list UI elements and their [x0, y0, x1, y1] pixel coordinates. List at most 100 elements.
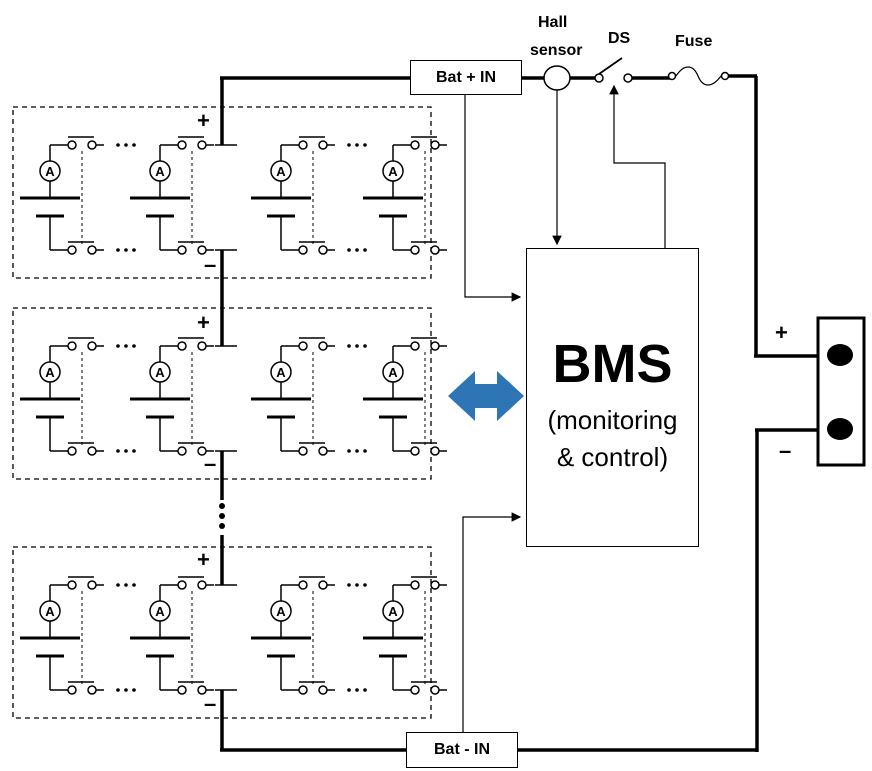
switch-contact: [430, 580, 440, 590]
switch-contact: [177, 446, 187, 456]
ammeter-label: A: [45, 365, 55, 380]
switch-contact: [298, 446, 308, 456]
bms-subtitle-line2: & control): [556, 442, 669, 472]
continuation-dot: [132, 688, 136, 692]
continuation-dot: [363, 344, 367, 348]
continuation-dot: [124, 248, 128, 252]
switch-contact: [410, 685, 420, 695]
bat-plus-in-box: Bat + IN: [410, 60, 522, 95]
ammeter-label: A: [45, 164, 55, 179]
ds-switch-blade: [598, 57, 623, 75]
switch-contact: [430, 245, 440, 255]
ds-contact: [594, 73, 604, 83]
continuation-dot: [132, 248, 136, 252]
ds-control-signal: [609, 84, 666, 248]
continuation-dot: [355, 143, 359, 147]
battery-cell: A: [251, 576, 367, 695]
fuse-label: Fuse: [675, 33, 713, 50]
switch-contact: [67, 245, 77, 255]
switch-contact: [67, 446, 77, 456]
continuation-dot: [132, 449, 136, 453]
continuation-dot: [116, 583, 120, 587]
switch-contact: [430, 685, 440, 695]
ammeter-label: A: [276, 164, 286, 179]
ammeter-label: A: [276, 604, 286, 619]
battery-cell: A: [20, 576, 136, 695]
ammeter-label: A: [388, 164, 398, 179]
output-terminal: [816, 316, 866, 467]
continuation-dot: [124, 344, 128, 348]
continuation-dot: [132, 143, 136, 147]
bat-plus-signal: [464, 95, 522, 302]
battery-cell: A: [20, 136, 136, 255]
battery-cell: A: [251, 136, 367, 255]
switch-contact: [410, 580, 420, 590]
module-chain-dot: [219, 513, 225, 519]
continuation-dot: [355, 583, 359, 587]
continuation-dot: [363, 248, 367, 252]
switch-contact: [410, 446, 420, 456]
battery-cell: A: [20, 337, 136, 456]
battery-cell: A: [363, 337, 447, 456]
signal-wiring: [462, 84, 666, 732]
terminal-block: [816, 316, 866, 467]
continuation-dot: [132, 344, 136, 348]
switch-contact: [87, 140, 97, 150]
switch-contact: [87, 341, 97, 351]
switch-contact: [410, 341, 420, 351]
switch-contact: [318, 685, 328, 695]
ammeter-label: A: [388, 365, 398, 380]
continuation-dot: [116, 449, 120, 453]
continuation-dot: [355, 449, 359, 453]
switch-contact: [197, 580, 207, 590]
switch-contact: [67, 140, 77, 150]
terminal-plus-post: [827, 344, 853, 366]
continuation-dot: [124, 143, 128, 147]
fuse-contact: [720, 71, 730, 81]
continuation-dot: [355, 344, 359, 348]
main-wiring: [219, 74, 818, 752]
switch-contact: [87, 446, 97, 456]
ammeter-label: A: [155, 365, 165, 380]
switch-contact: [177, 140, 187, 150]
bat-minus-signal: [462, 512, 522, 732]
switch-contact: [87, 580, 97, 590]
battery-cell: A: [363, 136, 447, 255]
ammeter-label: A: [155, 604, 165, 619]
switch-contact: [318, 580, 328, 590]
battery-cell: A: [363, 576, 447, 695]
battery-cell: A: [251, 337, 367, 456]
hall-sensor-label-line1: Hall: [538, 14, 568, 31]
ammeter-label: A: [155, 164, 165, 179]
continuation-dot: [347, 143, 351, 147]
bms-title: BMS: [552, 334, 673, 394]
switch-contact: [87, 245, 97, 255]
switch-contact: [410, 140, 420, 150]
switch-contact: [197, 341, 207, 351]
switch-contact: [298, 685, 308, 695]
output-minus-sign: –: [779, 438, 792, 463]
continuation-dot: [363, 583, 367, 587]
switch-contact: [177, 580, 187, 590]
continuation-dot: [124, 583, 128, 587]
fuse-icon: [675, 66, 722, 86]
continuation-dot: [116, 248, 120, 252]
switch-contact: [177, 685, 187, 695]
module3-plus-sign: +: [197, 547, 210, 572]
switch-contact: [298, 140, 308, 150]
module3-minus-sign: –: [204, 691, 217, 716]
continuation-dot: [347, 449, 351, 453]
switch-contact: [67, 341, 77, 351]
continuation-dot: [116, 688, 120, 692]
switch-contact: [298, 580, 308, 590]
module-chain-dot: [219, 523, 225, 529]
terminal-minus-post: [827, 418, 853, 440]
continuation-dot: [363, 143, 367, 147]
continuation-dot: [132, 583, 136, 587]
continuation-dot: [355, 688, 359, 692]
switch-contact: [318, 140, 328, 150]
